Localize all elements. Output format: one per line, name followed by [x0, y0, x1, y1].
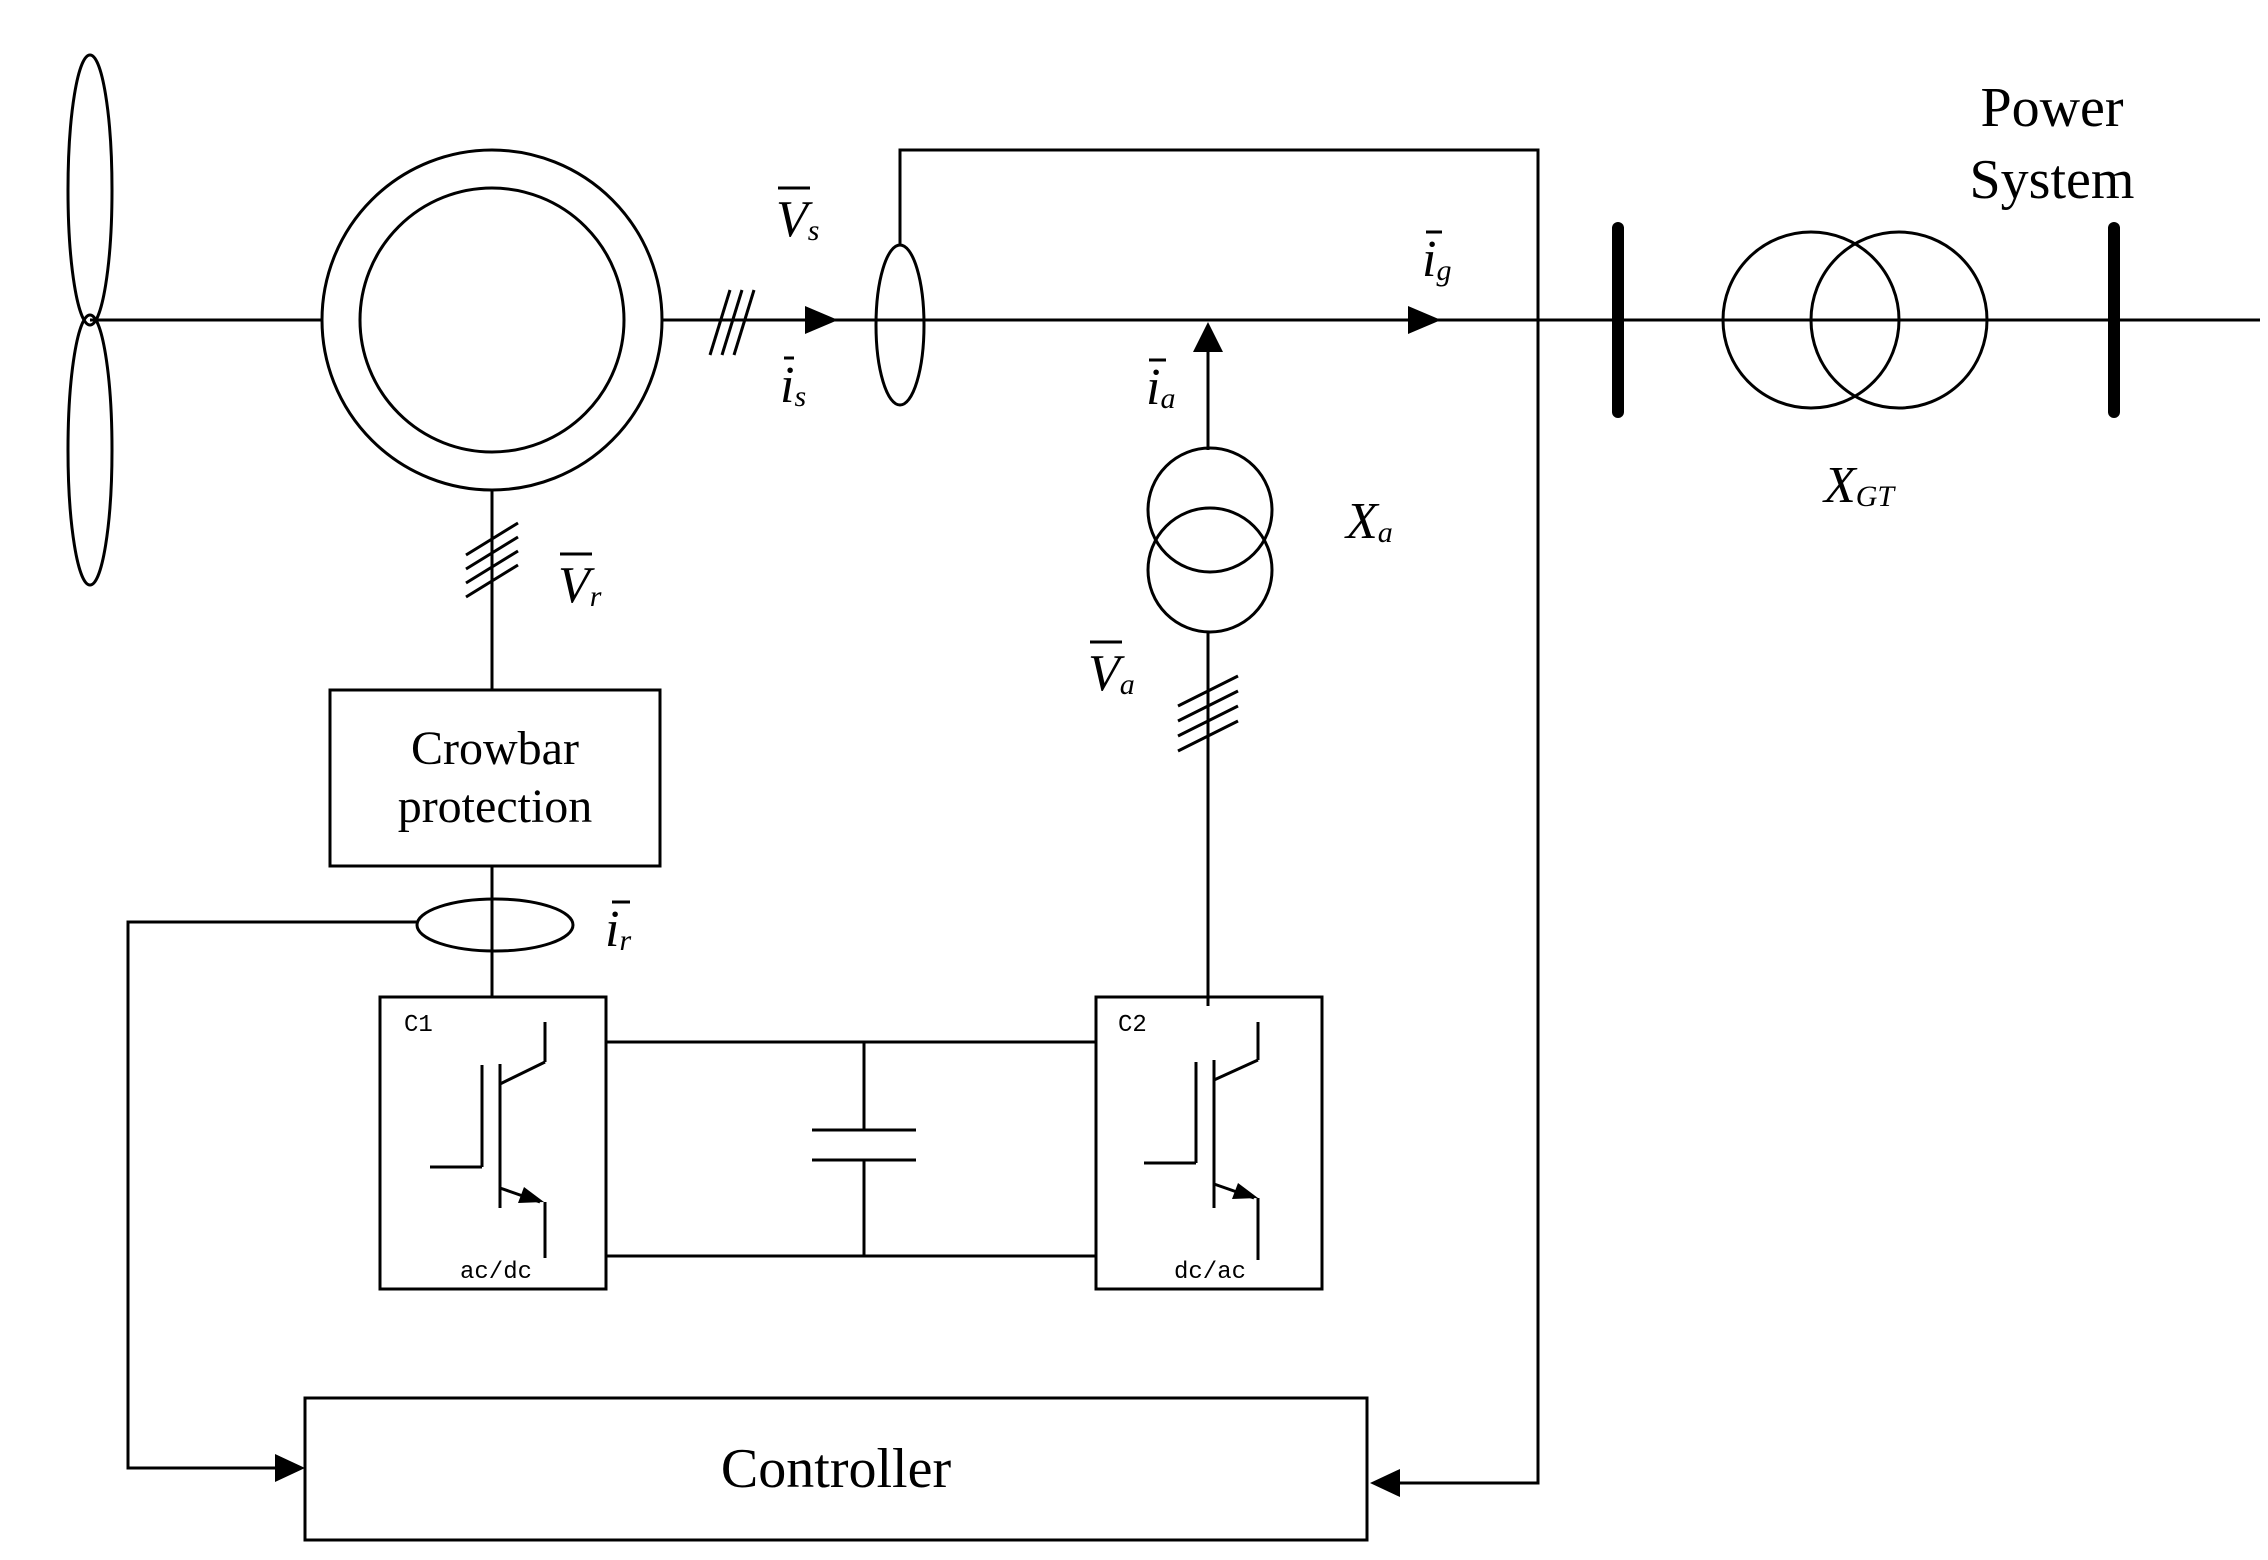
grid-side-three-phase-mark [1177, 674, 1239, 753]
svg-text:ig: ig [1422, 231, 1451, 288]
transformer-xgt [1721, 230, 1989, 410]
crowbar-label-line2: protection [398, 780, 593, 833]
svg-text:ir: ir [605, 901, 631, 958]
ig-arrow [1408, 306, 1441, 334]
turbine-blade-lower [66, 313, 114, 587]
controller-label: Controller [721, 1438, 952, 1500]
controller-left-arrow [275, 1454, 305, 1482]
rotor-current-sensor [415, 897, 575, 953]
is-label: is [780, 356, 806, 414]
ir-label: ir [605, 900, 631, 958]
svg-text:is: is [780, 357, 806, 414]
svg-text:Vr: Vr [558, 557, 602, 614]
transformer-xa-coil-top [1146, 446, 1274, 574]
rotor-three-phase-mark [465, 521, 519, 599]
rotor-feedback-wire [126, 920, 417, 1470]
igbt-c1-icon [430, 1022, 547, 1258]
converter-c1 [378, 995, 608, 1291]
controller-box [303, 1396, 1369, 1542]
converter-c1-box [378, 995, 608, 1291]
transformer-xa-coil-bottom [1146, 506, 1274, 634]
svg-text:ia: ia [1146, 359, 1175, 416]
generator-rotor-circle [358, 186, 626, 454]
converter-c2 [1094, 995, 1324, 1291]
xgt-label: XGT [1822, 457, 1896, 514]
svg-text:XGT: XGT [1822, 457, 1896, 514]
stator-feedback-wire [898, 148, 1540, 1485]
stator-current-sensor [874, 243, 926, 407]
converter-c2-name: C2 [1118, 1012, 1147, 1039]
stator-three-phase-mark [708, 289, 756, 356]
converter-c2-box [1094, 995, 1324, 1291]
dc-link [606, 1040, 1096, 1258]
crowbar-protection-box [328, 688, 662, 868]
ia-label: ia [1146, 358, 1175, 416]
xa-label: Xa [1344, 493, 1393, 550]
wind-turbine [66, 53, 114, 587]
svg-text:Xa: Xa [1344, 493, 1393, 550]
igbt-c2-icon [1144, 1022, 1260, 1260]
controller-right-arrow [1370, 1469, 1400, 1497]
svg-text:Va: Va [1088, 645, 1135, 702]
transformer-xgt-coil-left [1721, 230, 1901, 410]
ig-label: ig [1422, 230, 1451, 288]
vr-label: Vr [558, 552, 602, 614]
dfig-generator [320, 148, 664, 492]
ia-arrow [1193, 322, 1223, 352]
svg-text:Vs: Vs [776, 191, 819, 248]
generator-stator-circle [320, 148, 664, 492]
power-system-label-line1: Power [1980, 77, 2123, 139]
turbine-blade-upper [66, 53, 114, 327]
power-system-label-line2: System [1970, 149, 2135, 211]
va-label: Va [1088, 640, 1135, 702]
converter-c1-name: C1 [404, 1012, 433, 1039]
is-arrow [805, 306, 838, 334]
converter-c1-type: ac/dc [460, 1259, 532, 1286]
transformer-xa [1146, 446, 1274, 634]
crowbar-label-line1: Crowbar [411, 722, 579, 775]
vs-label: Vs [776, 186, 819, 248]
converter-c2-type: dc/ac [1174, 1259, 1246, 1286]
transformer-xgt-coil-right [1809, 230, 1989, 410]
